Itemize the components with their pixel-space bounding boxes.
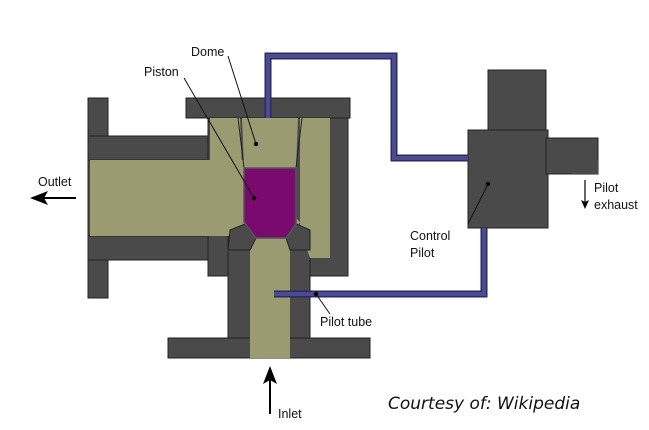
outlet-label: Outlet	[38, 175, 72, 189]
control-pilot	[467, 69, 599, 229]
exhaust-arrow-icon	[581, 180, 589, 209]
piston-label: Piston	[144, 65, 179, 79]
inlet-label: Inlet	[278, 407, 302, 421]
dome-label: Dome	[191, 45, 224, 59]
pilot-exhaust-label-2: exhaust	[594, 198, 638, 212]
credit-text: Courtesy of: Wikipedia	[388, 394, 580, 414]
pilot-tube-lines	[264, 52, 488, 298]
control-pilot-label-1: Control	[410, 229, 450, 243]
control-pilot-label-2: Pilot	[410, 246, 435, 260]
inlet-arrow-icon	[263, 366, 277, 414]
pilot-exhaust-label-1: Pilot	[594, 181, 619, 195]
piston-marker	[251, 195, 257, 201]
leader-lines	[183, 55, 489, 315]
outlet-arrow-icon	[30, 191, 76, 205]
control-pilot-marker	[485, 181, 491, 187]
pilot-tube-marker	[313, 291, 319, 297]
dome-marker	[253, 141, 259, 147]
piston	[243, 167, 297, 239]
pilot-tube-label: Pilot tube	[320, 315, 372, 329]
